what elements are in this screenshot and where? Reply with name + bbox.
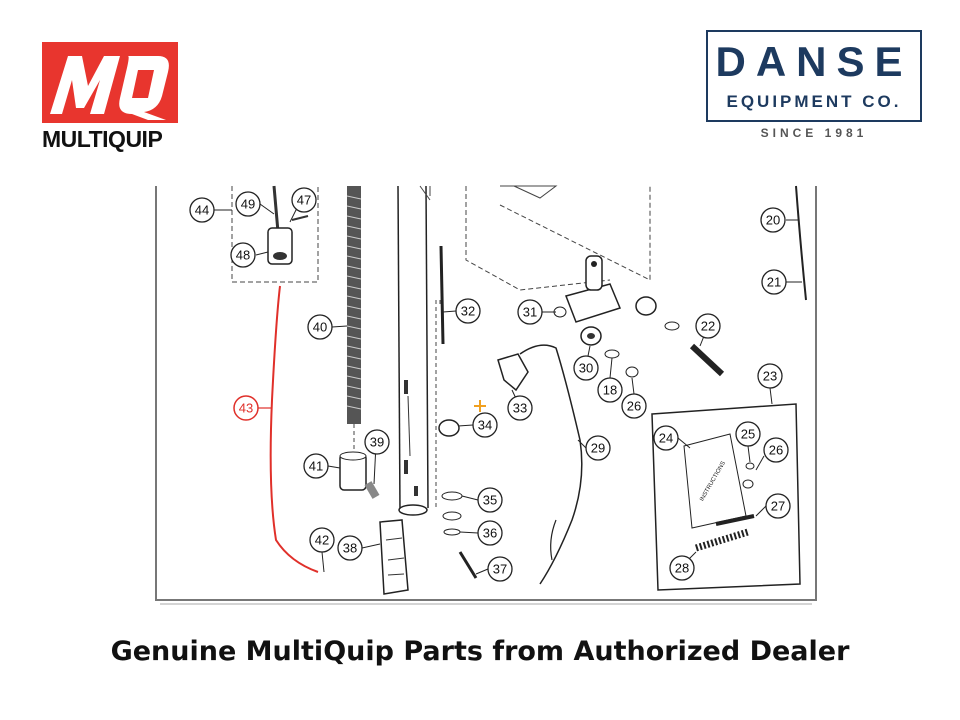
bracket-part [379, 519, 409, 595]
svg-text:26: 26 [627, 399, 641, 414]
svg-text:43: 43 [239, 401, 253, 416]
main-tube-part [397, 185, 429, 516]
callout-40: 40 [307, 314, 333, 340]
svg-text:48: 48 [236, 248, 250, 263]
danse-since: SINCE 1981 [760, 126, 868, 140]
callout-20: 20 [760, 207, 786, 233]
danse-title: DANSE [715, 38, 913, 85]
callout-24: 24 [653, 425, 679, 451]
svg-text:21: 21 [767, 275, 781, 290]
callout-42: 42 [309, 527, 335, 553]
spring-part [346, 186, 362, 424]
mq-letters-icon [50, 56, 169, 120]
callout-49: 49 [235, 191, 261, 217]
callout-44: 44 [189, 197, 215, 223]
svg-text:35: 35 [483, 493, 497, 508]
svg-text:37: 37 [493, 562, 507, 577]
callout-34: 34 [472, 412, 498, 438]
callout-27: 27 [765, 493, 791, 519]
svg-text:25: 25 [741, 427, 755, 442]
cam-part [497, 353, 529, 392]
caption: Genuine MultiQuip Parts from Authorized … [110, 636, 850, 667]
svg-text:33: 33 [513, 401, 527, 416]
svg-text:31: 31 [523, 305, 537, 320]
callout-25: 25 [735, 421, 761, 447]
svg-text:39: 39 [370, 435, 384, 450]
callout-18: 18 [597, 377, 623, 403]
danse-logo-frame [706, 30, 922, 122]
svg-text:28: 28 [675, 561, 689, 576]
svg-text:30: 30 [579, 361, 593, 376]
svg-text:49: 49 [241, 197, 255, 212]
cable-part [519, 344, 583, 585]
callout-48: 48 [230, 242, 256, 268]
diagram-frame [155, 186, 817, 601]
callouts: 44 49 47 48 40 43 41 39 42 38 32 34 35 3… [189, 187, 791, 582]
callout-30: 30 [573, 355, 599, 381]
callout-37: 37 [487, 556, 513, 582]
callout-28: 28 [669, 555, 695, 581]
callout-29: 29 [585, 435, 611, 461]
svg-text:42: 42 [315, 533, 329, 548]
svg-text:27: 27 [771, 499, 785, 514]
multiquip-wordmark: MULTIQUIP [42, 126, 163, 152]
svg-text:23: 23 [763, 369, 777, 384]
svg-text:29: 29 [591, 441, 605, 456]
callout-43: 43 [233, 395, 259, 421]
svg-text:36: 36 [483, 526, 497, 541]
svg-text:24: 24 [659, 431, 673, 446]
svg-text:26: 26 [769, 443, 783, 458]
highlighted-cable-43 [269, 285, 319, 573]
danse-logo: DANSE EQUIPMENT CO. SINCE 1981 [706, 30, 926, 145]
svg-text:40: 40 [313, 320, 327, 335]
callout-21: 21 [761, 269, 787, 295]
callout-36: 36 [477, 520, 503, 546]
svg-text:32: 32 [461, 304, 475, 319]
svg-text:47: 47 [297, 193, 311, 208]
callout-47: 47 [291, 187, 317, 213]
callout-26: 26 [621, 393, 647, 419]
callout-31: 31 [517, 299, 543, 325]
callout-32: 32 [455, 298, 481, 324]
callout-33: 33 [507, 395, 533, 421]
callout-39: 39 [364, 429, 390, 455]
svg-text:41: 41 [309, 459, 323, 474]
svg-text:20: 20 [766, 213, 780, 228]
svg-text:22: 22 [701, 319, 715, 334]
plus-icon [474, 400, 486, 412]
svg-text:38: 38 [343, 541, 357, 556]
svg-text:44: 44 [195, 203, 209, 218]
svg-text:34: 34 [478, 418, 492, 433]
mq-logo-mark [42, 42, 178, 123]
callout-38: 38 [337, 535, 363, 561]
handle-assembly-box [231, 186, 319, 283]
callout-41: 41 [303, 453, 329, 479]
danse-subtitle: EQUIPMENT CO. [726, 92, 902, 111]
callout-23: 23 [757, 363, 783, 389]
callout-22: 22 [695, 313, 721, 339]
callout-35: 35 [477, 487, 503, 513]
callout-26b: 26 [763, 437, 789, 463]
multiquip-logo: MULTIQUIP [42, 42, 182, 152]
svg-text:18: 18 [603, 383, 617, 398]
